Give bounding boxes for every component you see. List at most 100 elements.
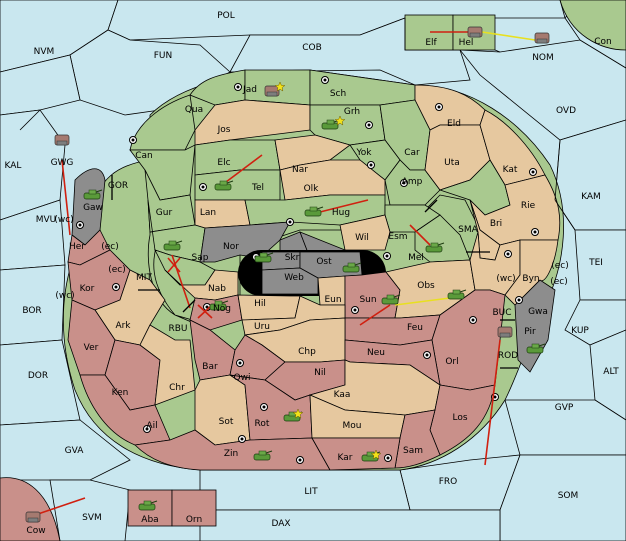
- tank-icon[interactable]: [425, 242, 445, 253]
- label-orl: Orl: [445, 357, 458, 367]
- ship-icon[interactable]: [54, 134, 70, 146]
- ship-icon[interactable]: [25, 511, 41, 523]
- label-gwa: Gwa: [528, 307, 548, 317]
- tank-icon[interactable]: [209, 300, 229, 311]
- province-wil[interactable]: [339, 214, 391, 251]
- label-kor: Kor: [80, 284, 95, 294]
- tank-icon[interactable]: [253, 450, 273, 461]
- supply-center-icon: [260, 403, 268, 411]
- label-esm: Esm: [388, 232, 407, 242]
- ship-icon[interactable]: [264, 85, 280, 97]
- tank-icon[interactable]: [381, 294, 401, 305]
- label-her: Her: [69, 242, 85, 252]
- tank-icon[interactable]: [304, 206, 324, 217]
- label-dor: DOR: [28, 371, 48, 381]
- label-grh: Grh: [344, 107, 360, 117]
- sea-tei[interactable]: [574, 229, 626, 301]
- order-arrow: [409, 224, 431, 246]
- province-tel[interactable]: [194, 169, 281, 201]
- label-car: Car: [404, 148, 420, 158]
- lake-web-part: [261, 267, 319, 295]
- sea-alt[interactable]: [589, 329, 626, 421]
- province-gwa[interactable]: [504, 239, 559, 306]
- label-hel: Hel: [459, 38, 474, 48]
- label-con: Con: [594, 37, 612, 47]
- label-mel: Mel: [408, 253, 424, 263]
- label-hil: Hil: [254, 299, 266, 309]
- supply-center-icon: [238, 435, 246, 443]
- sea-bor[interactable]: [0, 264, 66, 346]
- cancel-x-icon: [167, 257, 181, 273]
- province-sot[interactable]: [194, 374, 251, 446]
- label-obs: Obs: [417, 281, 435, 291]
- label-kaa: Kaa: [334, 390, 351, 400]
- sea-dax[interactable]: [199, 509, 501, 541]
- label-gaw: Gaw: [83, 203, 103, 213]
- label-kal: KAL: [5, 161, 22, 171]
- label-svm: SVM: [82, 513, 102, 523]
- sea-svm[interactable]: [49, 479, 131, 541]
- tank-icon[interactable]: [163, 240, 183, 251]
- label-tei: TEI: [588, 258, 603, 268]
- label-cow: Cow: [26, 526, 45, 536]
- supply-centers: [76, 76, 539, 464]
- label-sap: Sap: [192, 253, 209, 263]
- label-wil: Wil: [355, 233, 369, 243]
- tank-icon[interactable]: [138, 500, 158, 511]
- label-dax: DAX: [271, 519, 290, 529]
- supply-center-icon: [435, 103, 443, 111]
- label-ken: Ken: [112, 388, 129, 398]
- supply-center-icon: [504, 250, 512, 258]
- sea-gva[interactable]: [0, 419, 131, 481]
- label-eun: Eun: [324, 295, 341, 305]
- green-regions: [129, 69, 561, 286]
- label-eld: Eld: [447, 119, 461, 129]
- province-sam[interactable]: [394, 409, 441, 469]
- tank-icon[interactable]: [214, 180, 234, 191]
- label-kor-wc: (wc): [55, 291, 74, 301]
- supply-center-icon: [129, 136, 137, 144]
- order-arrow: [61, 159, 71, 236]
- supply-center-icon: [199, 183, 207, 191]
- tank-icon[interactable]: [342, 262, 362, 273]
- province-feu[interactable]: [344, 314, 441, 346]
- tank-icon[interactable]: [526, 343, 546, 354]
- supply-center-icon: [531, 228, 539, 236]
- label-nab: Nab: [208, 284, 226, 294]
- label-feu: Feu: [407, 323, 423, 333]
- label-ost: Ost: [316, 257, 332, 267]
- supply-center-icon: [365, 121, 373, 129]
- ship-icon[interactable]: [497, 326, 513, 338]
- ship-icon[interactable]: [534, 32, 550, 44]
- order-arrow: [221, 154, 263, 186]
- label-chr: Chr: [169, 383, 185, 393]
- province-orn[interactable]: [171, 489, 217, 527]
- label-byn: Byn: [522, 274, 539, 284]
- supply-center-icon: [383, 252, 391, 260]
- label-gvp: GVP: [555, 403, 574, 413]
- ship-icon[interactable]: [467, 26, 483, 38]
- tank-icon[interactable]: [83, 189, 103, 200]
- star-icon: [292, 408, 304, 419]
- province-chr[interactable]: [139, 324, 196, 406]
- label-mit: MIT: [136, 273, 152, 283]
- label-fro: FRO: [439, 477, 458, 487]
- sea-nom[interactable]: [459, 39, 626, 141]
- province-kar[interactable]: [311, 437, 401, 471]
- tank-icon[interactable]: [447, 289, 467, 300]
- label-sun: Sun: [359, 295, 376, 305]
- province-hil[interactable]: [237, 294, 301, 321]
- tank-icon[interactable]: [254, 252, 274, 263]
- label-elf: Elf: [425, 38, 437, 48]
- supply-center-icon: [321, 76, 329, 84]
- label-buc: BUC: [492, 308, 511, 318]
- sea-lines: [19, 18, 576, 231]
- sea-kal[interactable]: [0, 109, 66, 221]
- label-sma: SMA: [458, 225, 478, 235]
- supply-center-icon: [296, 456, 304, 464]
- sea-nvm2[interactable]: [0, 54, 81, 116]
- label-gor: GOR: [108, 181, 128, 191]
- province-zin[interactable]: [134, 429, 331, 471]
- supply-center-icon: [515, 296, 523, 304]
- star-icon: [274, 81, 286, 92]
